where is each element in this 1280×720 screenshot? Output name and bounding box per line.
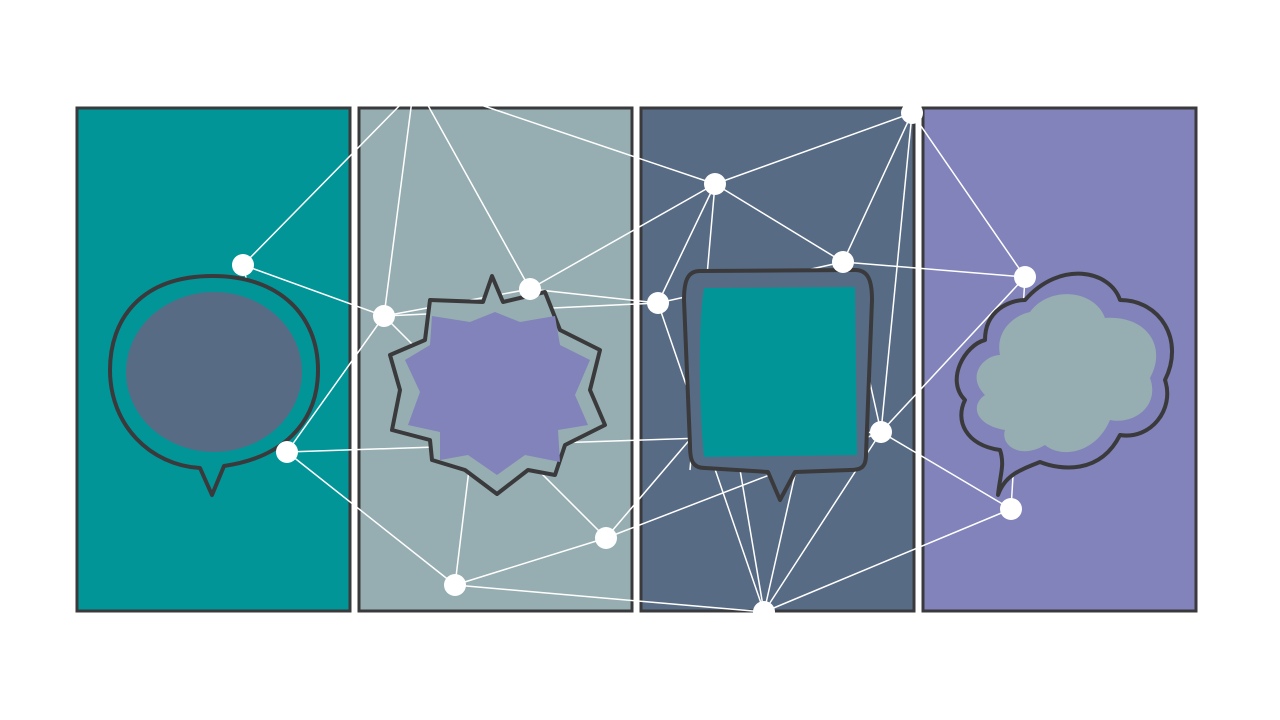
network-node <box>444 574 466 596</box>
network-node <box>595 527 617 549</box>
network-node <box>276 441 298 463</box>
network-node <box>832 251 854 273</box>
network-node <box>870 421 892 443</box>
network-node <box>519 278 541 300</box>
cloud-speech-bubble-fill <box>976 294 1157 453</box>
network-node <box>1014 266 1036 288</box>
network-node <box>647 292 669 314</box>
network-node <box>753 601 775 623</box>
network-node <box>373 305 395 327</box>
round-speech-bubble-fill <box>126 292 302 452</box>
bubbles <box>108 268 1175 502</box>
square-speech-bubble-fill <box>699 287 857 457</box>
starburst-speech-bubble-fill <box>405 312 590 475</box>
network-node <box>232 254 254 276</box>
network-node <box>1000 498 1022 520</box>
network-node <box>704 173 726 195</box>
network-node <box>901 102 923 124</box>
network-nodes <box>232 102 1036 623</box>
